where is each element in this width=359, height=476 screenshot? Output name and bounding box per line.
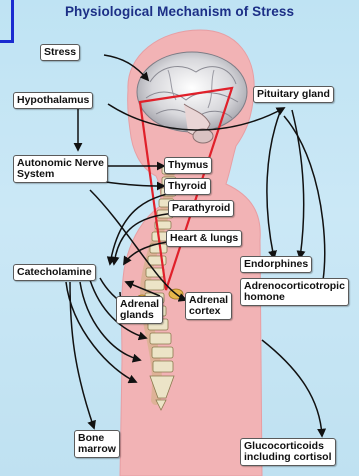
label-adrenocorticotropic-hormone: Adrenocorticotropic homone: [240, 278, 349, 306]
label-catecholamine-text: Catecholamine: [17, 267, 92, 278]
label-endorphines: Endorphines: [240, 256, 312, 273]
label-glucocorticoids: Glucocorticoids including cortisol: [240, 438, 336, 466]
label-stress: Stress: [40, 44, 80, 61]
label-ans-line2: System: [17, 169, 104, 180]
label-thymus: Thymus: [164, 157, 212, 174]
label-adrenal-cortex-line2: cortex: [189, 306, 228, 317]
label-pituitary-text: Pituitary gland: [257, 89, 330, 100]
label-parathyroid: Parathyroid: [168, 200, 234, 217]
label-parathyroid-text: Parathyroid: [172, 203, 230, 214]
label-heart-lungs: Heart & lungs: [166, 230, 242, 247]
label-gluco-line2: including cortisol: [244, 452, 332, 463]
label-bone-marrow: Bone marrow: [74, 430, 120, 458]
label-bone-marrow-line2: marrow: [78, 444, 116, 455]
label-autonomic-nerve-system: Autonomic Nerve System: [13, 155, 108, 183]
label-adrenal-cortex: Adrenal cortex: [185, 292, 232, 320]
label-hypothalamus: Hypothalamus: [13, 92, 93, 109]
diagram-title: Physiological Mechanism of Stress: [0, 4, 359, 19]
label-stress-text: Stress: [44, 47, 76, 58]
label-thyroid: Thyroid: [164, 178, 211, 195]
label-adrenal-glands: Adrenal glands: [116, 296, 163, 324]
label-catecholamine: Catecholamine: [13, 264, 96, 281]
label-thyroid-text: Thyroid: [168, 181, 207, 192]
label-pituitary-gland: Pituitary gland: [253, 86, 334, 103]
label-thymus-text: Thymus: [168, 160, 208, 171]
label-endorphines-text: Endorphines: [244, 259, 308, 270]
label-acth-line2: homone: [244, 292, 345, 303]
label-adrenal-glands-line2: glands: [120, 310, 159, 321]
label-hypothalamus-text: Hypothalamus: [17, 95, 89, 106]
label-heart-text: Heart & lungs: [170, 233, 238, 244]
